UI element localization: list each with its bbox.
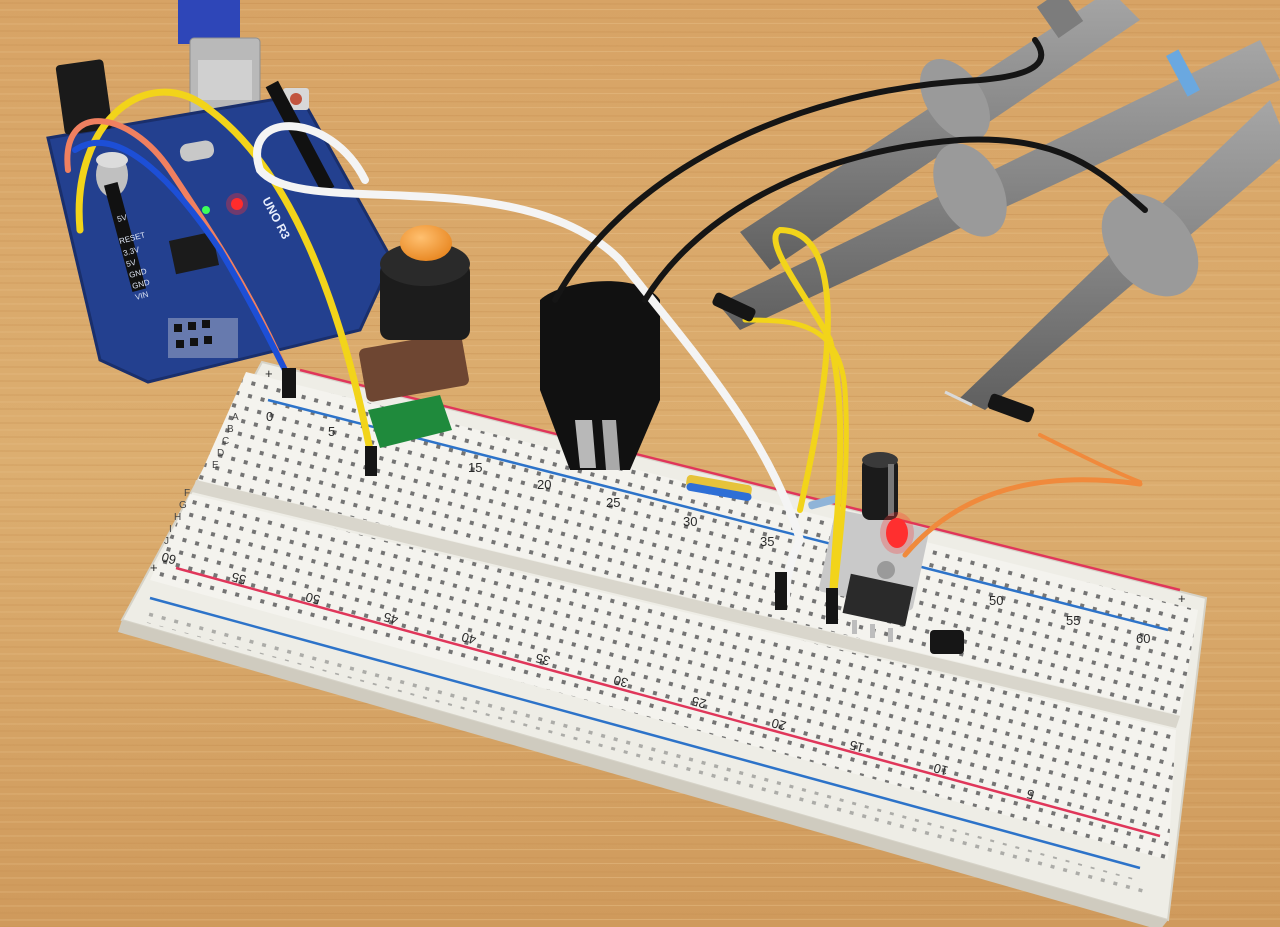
- svg-text:15: 15: [468, 460, 482, 475]
- svg-text:0: 0: [266, 409, 273, 424]
- svg-text:B: B: [227, 424, 234, 435]
- rail-plus-sign-bottom: +: [150, 560, 158, 575]
- svg-text:J: J: [164, 536, 169, 547]
- bottom-rail-blue: [149, 596, 1141, 870]
- svg-text:30: 30: [612, 672, 630, 690]
- svg-text:G: G: [179, 500, 187, 511]
- breadboard: + + + A B C D E F G H I J 0 5 15 20 25 3…: [118, 360, 1208, 927]
- oscilloscope-probe-1: [740, 0, 1140, 270]
- svg-text:55: 55: [1066, 613, 1080, 628]
- bottom-rail-red: [175, 566, 1161, 838]
- svg-text:25: 25: [606, 495, 620, 510]
- wire-orange: [902, 477, 1143, 558]
- header-pins-top: [265, 80, 335, 194]
- svg-text:F: F: [184, 488, 190, 499]
- wire-white: [253, 122, 805, 604]
- potentiometer: [359, 225, 470, 448]
- svg-text:60: 60: [1136, 631, 1150, 646]
- svg-text:40: 40: [460, 629, 478, 647]
- electrolytic-capacitor: [862, 452, 898, 520]
- svg-text:5V: 5V: [116, 213, 128, 224]
- svg-text:5V: 5V: [125, 258, 137, 269]
- icsp-header: [168, 318, 238, 358]
- row-letters-bottom: F G H I J: [164, 488, 190, 547]
- svg-text:H: H: [174, 512, 181, 523]
- jumper-link: [686, 474, 752, 502]
- svg-text:15: 15: [848, 737, 866, 755]
- wire-black-2: [642, 136, 1148, 303]
- svg-text:20: 20: [770, 715, 788, 733]
- header-connector: [930, 630, 964, 654]
- led-red: [231, 198, 243, 210]
- svg-text:A: A: [232, 412, 239, 423]
- column-numbers-top: 0 5 15 20 25 30 35 50 55 60: [266, 409, 1150, 646]
- svg-text:55: 55: [230, 569, 248, 587]
- wire-yellow-1: [75, 88, 374, 454]
- svg-text:45: 45: [382, 609, 400, 627]
- arduino-board: 5V RESET 3.3V 5V GND GND VIN UNO R3: [46, 59, 394, 384]
- wire-yellow-2: [772, 226, 844, 603]
- wire-yellow-3: [742, 317, 849, 593]
- wire-blue: [72, 140, 293, 383]
- rail-plus-sign-right: +: [1178, 591, 1186, 606]
- red-led: [880, 512, 914, 554]
- svg-text:60: 60: [160, 549, 178, 567]
- svg-text:50: 50: [989, 593, 1003, 608]
- svg-text:5: 5: [1025, 786, 1036, 802]
- led-green: [202, 206, 210, 214]
- knob-cap: [400, 225, 452, 261]
- oscilloscope-probe-3: [944, 100, 1280, 410]
- center-channel: [192, 480, 1180, 728]
- top-rail-red: [299, 368, 1181, 592]
- svg-text:50: 50: [304, 589, 322, 607]
- svg-text:I: I: [169, 524, 172, 535]
- crystal: [179, 140, 215, 162]
- oscilloscope-probe-2: [718, 40, 1280, 330]
- svg-text:25: 25: [690, 693, 708, 711]
- microcontroller-chip: [168, 231, 220, 275]
- svg-text:VIN: VIN: [134, 290, 149, 302]
- power-jack: [55, 59, 113, 135]
- svg-text:10: 10: [932, 760, 950, 778]
- wire-black-1: [552, 37, 1045, 303]
- svg-text:35: 35: [760, 534, 774, 549]
- svg-text:20: 20: [537, 477, 551, 492]
- svg-text:5: 5: [328, 424, 335, 439]
- column-numbers-bottom: 60 55 50 45 40 35 30 25 20 15 10 5: [160, 549, 1036, 802]
- svg-text:35: 35: [534, 650, 552, 668]
- svg-text:D: D: [217, 448, 224, 459]
- svg-text:3.3V: 3.3V: [122, 245, 141, 258]
- wire-orange-2: [1038, 433, 1142, 484]
- resistor: [808, 494, 840, 510]
- wire-pins: [282, 292, 1035, 624]
- alligator-clips: [540, 281, 660, 470]
- rail-plus-sign: +: [265, 366, 273, 381]
- header-pins-power: [104, 182, 146, 292]
- row-letters-top: A B C D E: [212, 412, 239, 471]
- svg-text:C: C: [222, 436, 229, 447]
- svg-text:30: 30: [683, 514, 697, 529]
- wires: [64, 37, 1148, 604]
- svg-text:E: E: [212, 460, 219, 471]
